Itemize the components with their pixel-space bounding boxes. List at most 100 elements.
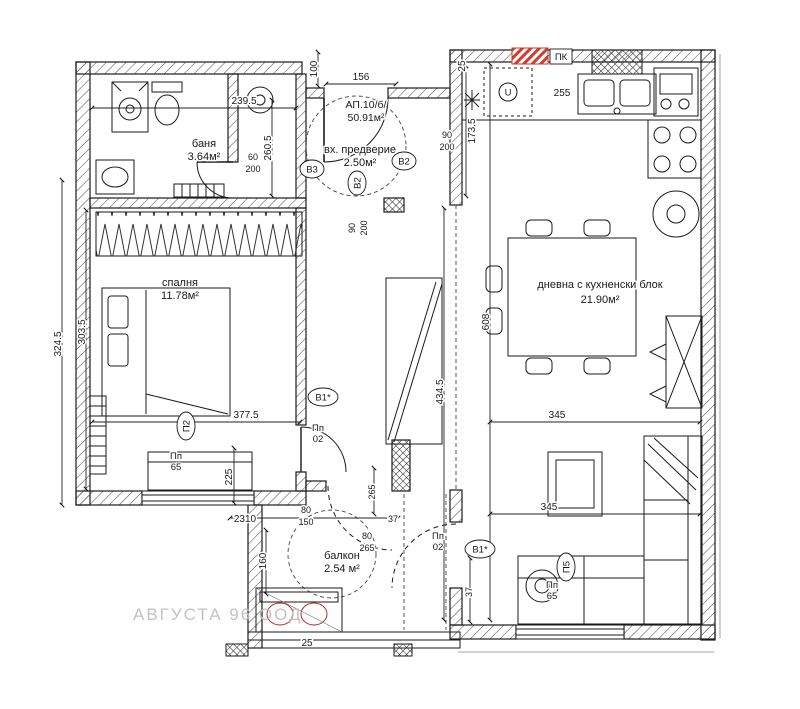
marker-pk: ПК [555, 52, 568, 63]
bedroom-window [141, 490, 255, 506]
marker-v1-living: В1* [472, 545, 488, 556]
plant [525, 569, 559, 603]
dim-345-b: 345 [541, 502, 558, 513]
room-label-bathroom: баня [192, 138, 216, 150]
hall-wardrobe [385, 277, 443, 445]
room-area-bathroom: 3.64м² [188, 151, 221, 163]
dim-239-5: 239.5 [231, 96, 256, 107]
room-label-balcony: балкон [324, 550, 360, 562]
bathroom-door [196, 161, 234, 199]
room-area-entry: 2.50м² [344, 157, 377, 169]
marker-circle-u: U [505, 88, 512, 99]
washbasin [95, 159, 135, 195]
room-area-balcony: 2.54 м² [324, 563, 360, 575]
balcony-unit [255, 587, 343, 633]
living-window [515, 624, 625, 640]
marker-p2: П2 [182, 420, 193, 432]
marker-pp-bedroom-door-1: Пп [312, 423, 324, 434]
marker-pp-living-door-1: Пп [432, 531, 444, 542]
hall-balcony-door [327, 485, 393, 551]
marker-v2-right: В2 [398, 157, 410, 168]
marker-pp-bedroom-window-2: 65 [171, 462, 182, 473]
balcony-elements [225, 54, 721, 657]
dresser [147, 451, 253, 491]
dim-255: 255 [554, 88, 571, 99]
dim-37-a: 37 [388, 514, 398, 524]
step [225, 643, 249, 657]
room-area-bedroom: 11.78м² [161, 290, 199, 302]
room-area-living: 21.90м² [581, 294, 620, 306]
dim-25-top: 25 [457, 60, 468, 72]
door-90a-width: 90 [442, 130, 452, 140]
dim-608: 608 [481, 313, 492, 330]
room-label-entry: вх. предверие [324, 144, 396, 156]
tall-cabinet [648, 315, 703, 409]
toilet [151, 81, 183, 126]
marker-v3: В3 [306, 165, 318, 176]
dishwasher [483, 67, 533, 117]
entrance-door [323, 97, 389, 163]
wall-pier [591, 49, 643, 75]
arrow-left-icon [648, 385, 667, 403]
marker-pp-living-window-1: Пп [546, 580, 558, 591]
bedroom-furniture [89, 211, 303, 491]
dim-2310: 2310 [234, 514, 257, 525]
kitchen-sink [577, 73, 657, 115]
marker-pp-bedroom-window-1: Пп [170, 451, 182, 462]
dim-345-a: 345 [549, 410, 566, 421]
dim-303-5: 303.5 [77, 319, 88, 344]
kitchen-counter [461, 61, 702, 121]
step [393, 643, 413, 657]
apartment-area: 50.91м² [348, 112, 385, 124]
kitchen-fixtures [461, 49, 702, 238]
stove [647, 119, 702, 179]
door-90b-width: 90 [347, 223, 357, 233]
dim-100: 100 [309, 60, 320, 77]
sofa [517, 435, 703, 625]
oven-unit [653, 67, 699, 117]
hallway-furniture [385, 277, 443, 445]
dim-25-bottom: 25 [301, 638, 313, 649]
fire-hydrant-box-icon [511, 47, 549, 65]
dim-37-b: 37 [464, 587, 474, 597]
dimension-lines [59, 49, 703, 625]
dim-324-5: 324.5 [53, 331, 64, 356]
interior-walls [89, 73, 451, 492]
dim-173-5: 173.5 [467, 118, 478, 143]
washing-machine [111, 81, 149, 133]
circle-u-symbol [498, 82, 518, 102]
door-90a-height: 200 [439, 142, 454, 152]
watermark: АВГУСТА 96 ООД [133, 605, 303, 624]
type-markers: ПК В3 В2 В2 В1* В1* П2 П5 Пп 65 Пп 02 Пп… [169, 47, 576, 603]
dim-434-5: 434.5 [435, 379, 446, 404]
dim-160: 160 [258, 552, 269, 569]
dim-260-5: 260.5 [263, 135, 274, 160]
dimension-labels: 239.5 260.5 100 156 25 255 173.5 60 200 … [52, 59, 573, 651]
dim-80-a: 80 [301, 505, 311, 515]
round-table [652, 190, 700, 238]
bed [101, 287, 231, 417]
living-furniture [485, 219, 703, 625]
dim-80-b: 80 [362, 531, 372, 541]
door-60-width: 60 [248, 152, 258, 162]
room-labels: АП.10/б/ 50.91м² баня 3.64м² вх. предвер… [160, 98, 665, 577]
marker-pp-bedroom-door-2: 02 [313, 434, 324, 445]
marker-v2-mid: В2 [353, 177, 364, 189]
marker-v1-bedroom: В1* [315, 393, 331, 404]
fire-box-label-frame [549, 48, 573, 65]
arrow-left-icon [648, 343, 667, 361]
bedroom-door [300, 426, 347, 473]
exterior-walls [75, 49, 716, 649]
dim-225: 225 [224, 468, 235, 485]
marker-p5: П5 [562, 561, 573, 573]
dining-table [485, 219, 637, 375]
dim-150: 150 [298, 517, 313, 527]
dim-265-a: 265 [359, 543, 374, 553]
dim-377-5: 377.5 [233, 410, 258, 421]
wardrobe [95, 211, 303, 257]
dim-265-b: 265 [367, 484, 377, 499]
room-label-living: дневна с кухненски блок [537, 279, 662, 291]
radiator [89, 395, 107, 475]
door-90b-height: 200 [359, 220, 369, 235]
